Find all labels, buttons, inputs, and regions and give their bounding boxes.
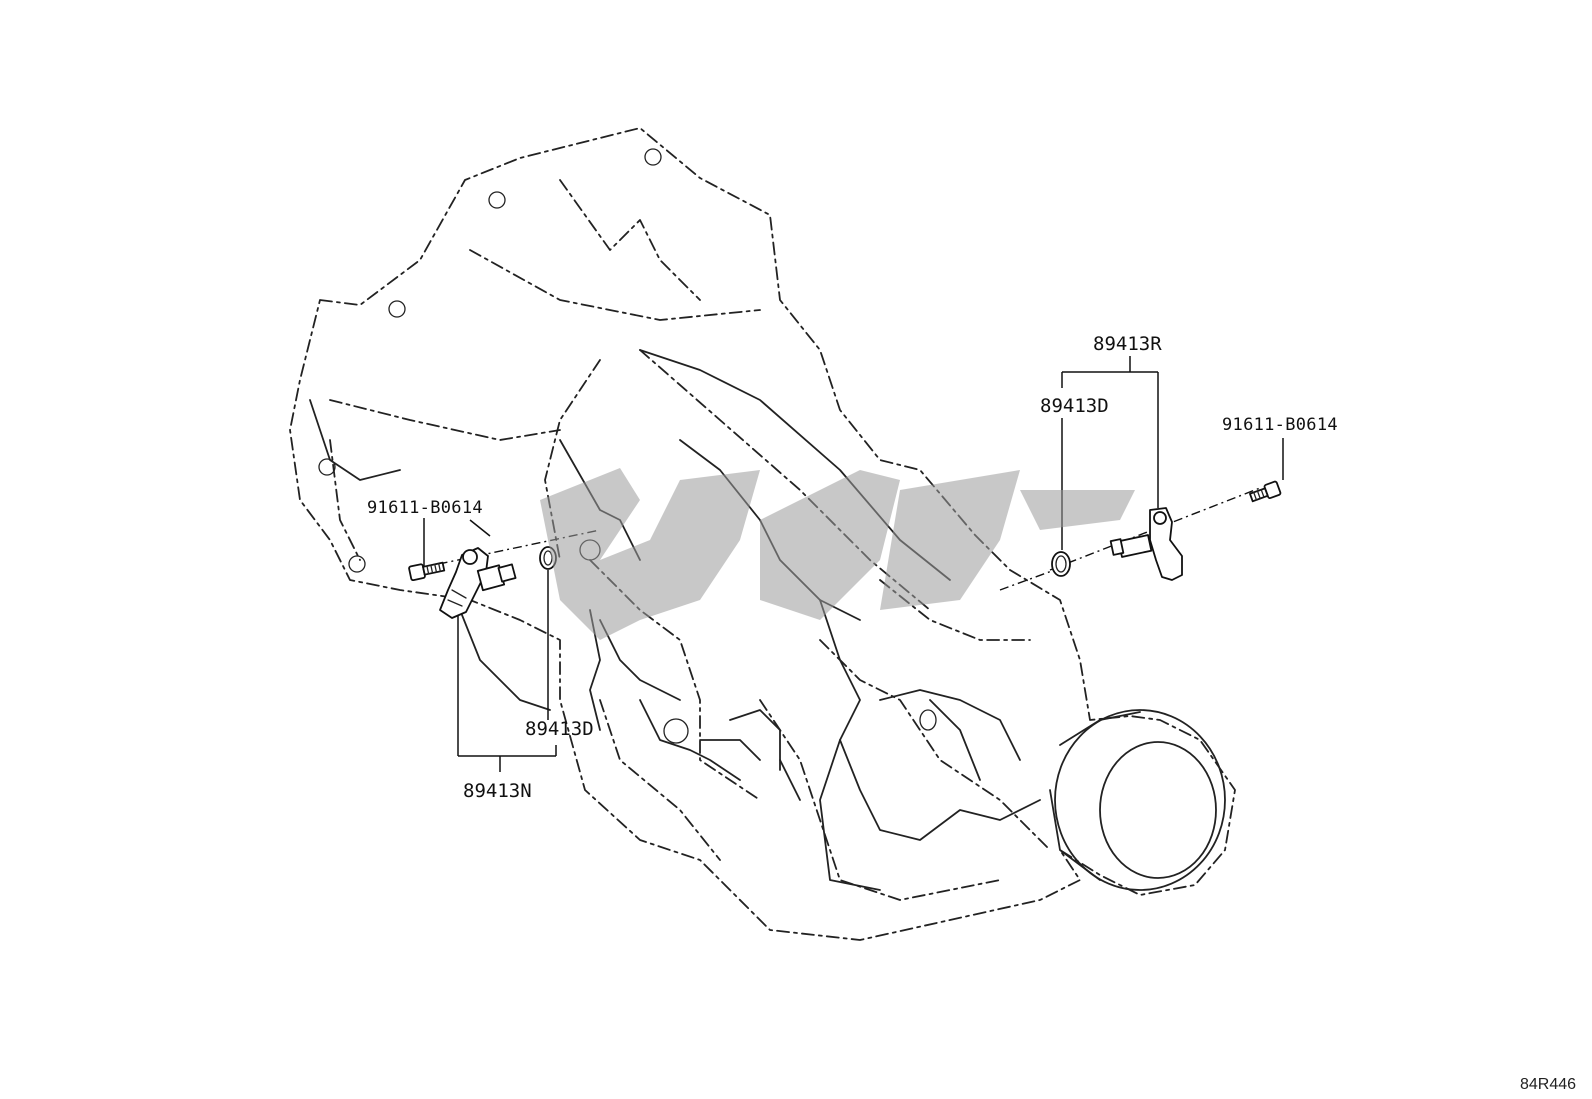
illustration-code: 84R446 bbox=[1520, 1076, 1576, 1093]
label-89413D-front: 89413D bbox=[525, 718, 594, 740]
o-ring-rear bbox=[1051, 551, 1071, 577]
watermark-logo bbox=[540, 468, 1135, 640]
label-91611-B0614-right: 91611-B0614 bbox=[1222, 415, 1338, 435]
speed-sensor-front bbox=[439, 547, 517, 619]
bolt-left bbox=[408, 561, 446, 582]
label-91611-B0614-left: 91611-B0614 bbox=[367, 498, 483, 518]
label-89413D-rear: 89413D bbox=[1040, 395, 1109, 417]
leader-lines bbox=[423, 356, 1284, 772]
bolt-right bbox=[1249, 480, 1282, 503]
right-inner-axis-line bbox=[999, 567, 1061, 591]
speed-sensor-rear bbox=[1109, 507, 1183, 581]
label-89413N: 89413N bbox=[463, 780, 532, 802]
label-89413R: 89413R bbox=[1093, 333, 1162, 355]
